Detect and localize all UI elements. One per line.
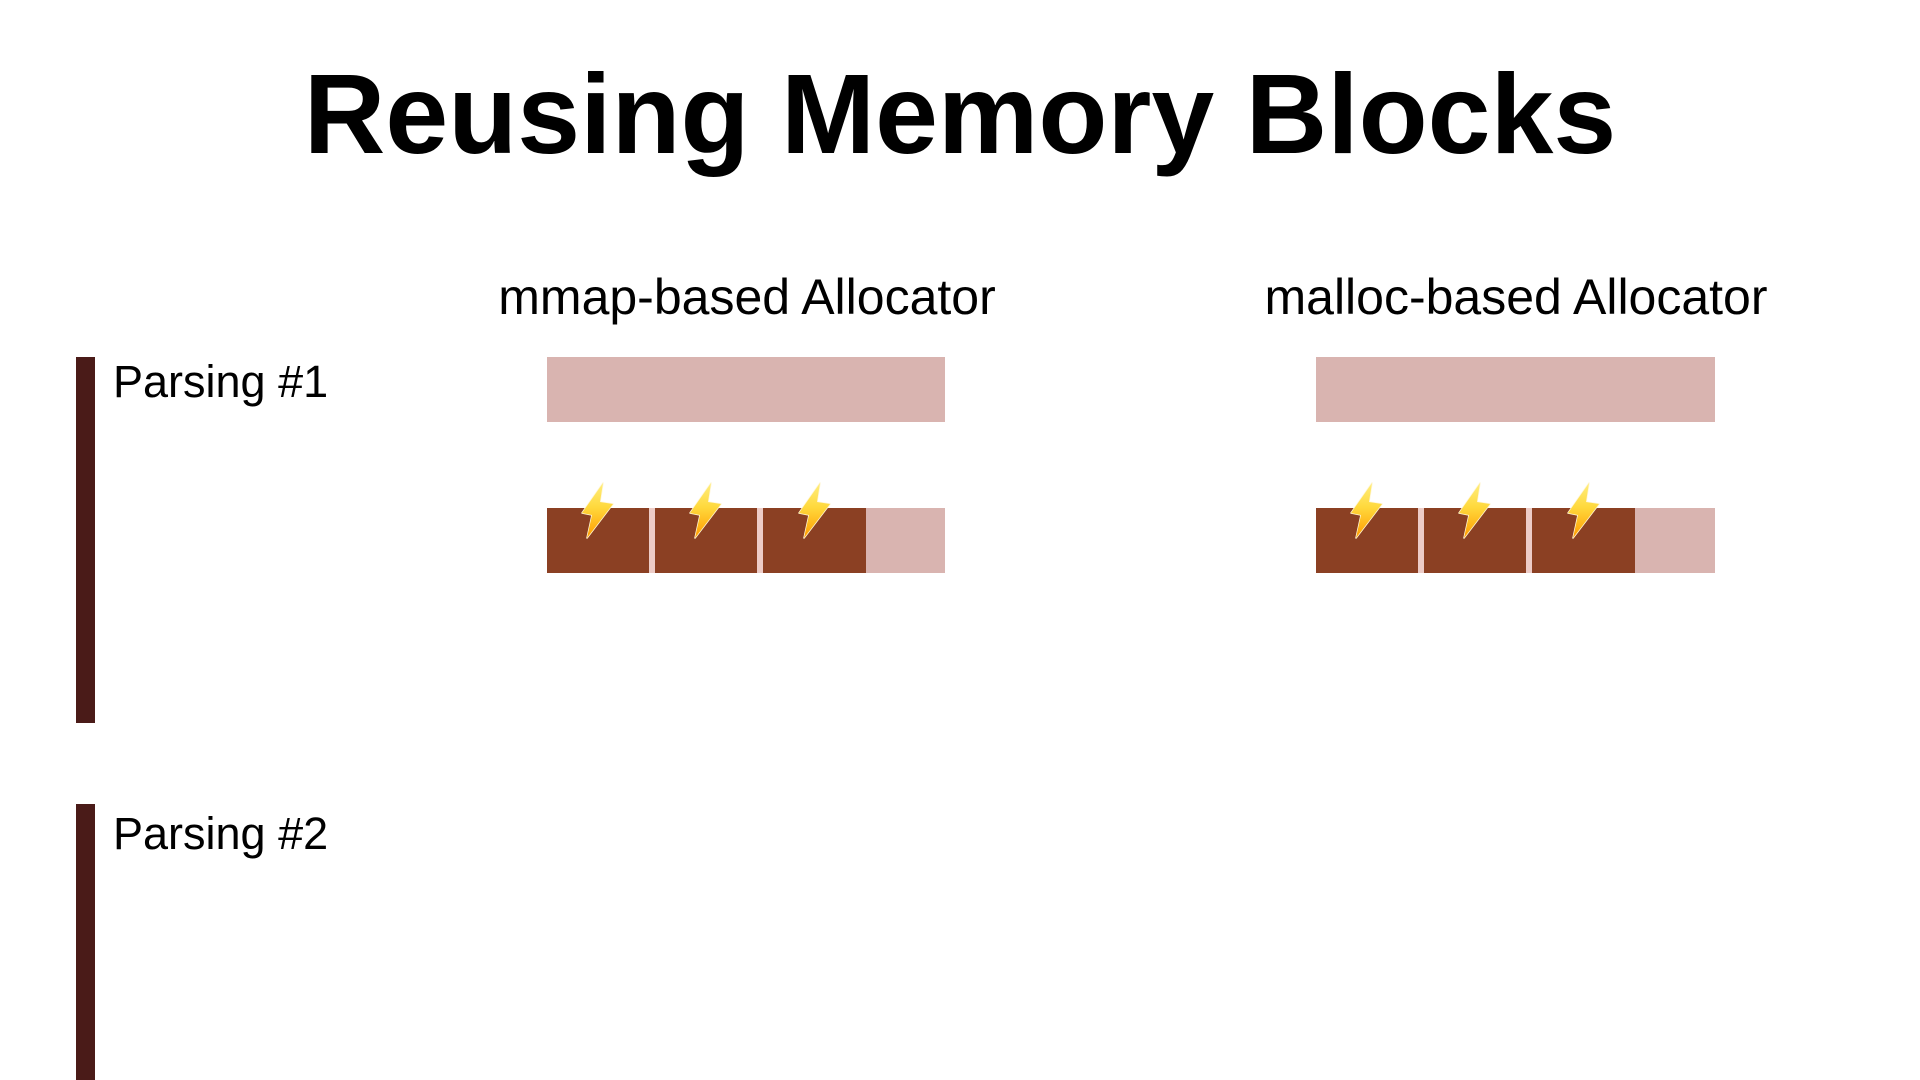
bolt-icon (1566, 482, 1600, 539)
bolt-icon (1458, 482, 1491, 539)
malloc-used-memory-bar (1316, 482, 1715, 573)
bolt-icon (581, 482, 614, 539)
column-header-mmap: mmap-based Allocator (498, 269, 996, 325)
mmap-reserved-memory-bar (547, 357, 945, 422)
memory-block-used (1316, 482, 1424, 573)
memory-block-used (655, 482, 763, 573)
row-label-parsing-1: Parsing #1 (113, 356, 329, 407)
bolt-icon (797, 482, 831, 539)
memory-block-used (763, 482, 866, 573)
memory-block-used (1424, 482, 1532, 573)
column-header-malloc: malloc-based Allocator (1264, 269, 1768, 325)
malloc-reserved-memory-bar (1316, 357, 1715, 422)
bolt-icon (689, 482, 722, 539)
memory-block-used (547, 482, 655, 573)
page-title: Reusing Memory Blocks (303, 51, 1617, 177)
memory-block-used (1532, 482, 1635, 573)
bolt-icon (1350, 482, 1383, 539)
row-marker-parsing-1 (76, 357, 95, 723)
mmap-used-memory-bar (547, 482, 945, 573)
row-label-parsing-2: Parsing #2 (113, 808, 329, 859)
row-marker-parsing-2 (76, 804, 95, 1080)
